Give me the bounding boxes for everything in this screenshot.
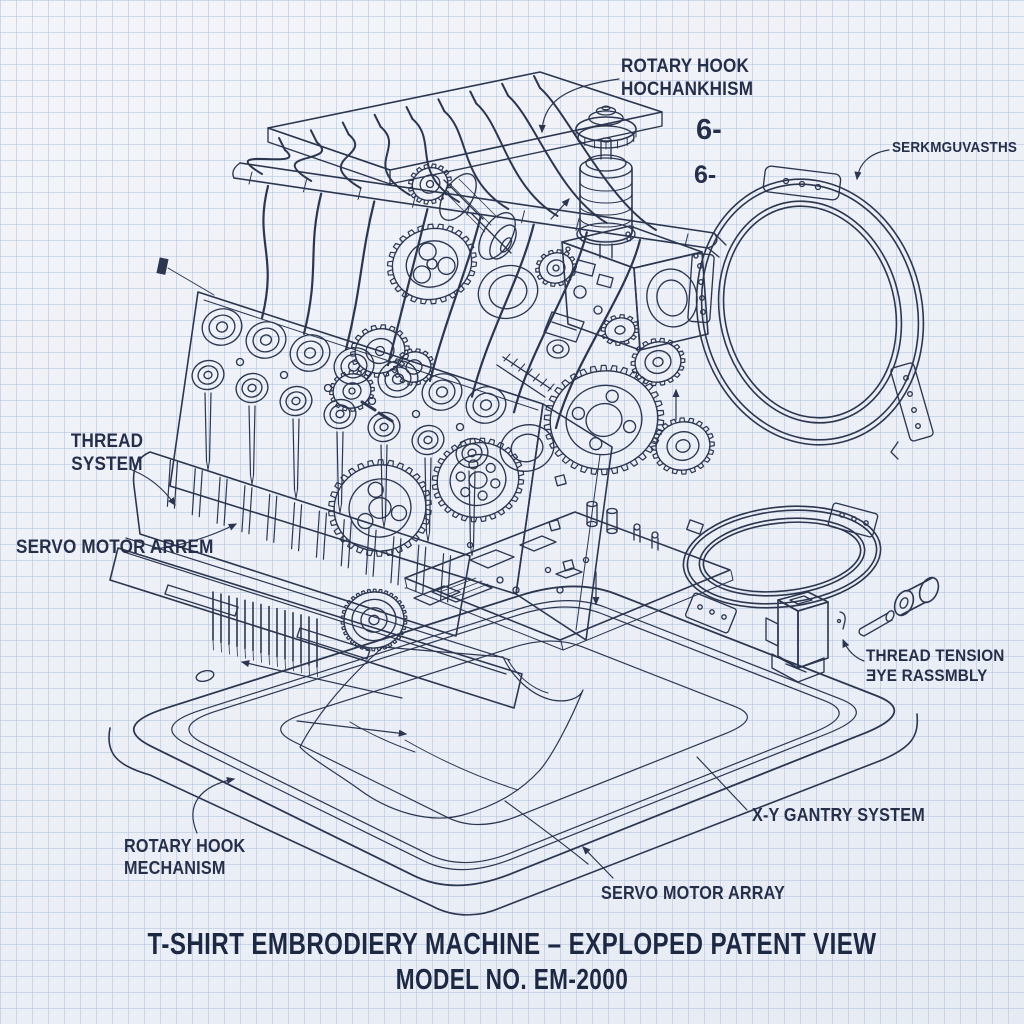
label-thread-tension: THREAD TENSION ƎYE RASSMBLY xyxy=(866,646,1005,687)
gear xyxy=(340,588,408,652)
thread-tension-assembly xyxy=(765,576,940,683)
gearbox xyxy=(561,225,709,351)
label-line: ƎYE RASSMBLY xyxy=(866,666,988,686)
gear xyxy=(431,437,525,523)
capacitors xyxy=(586,500,659,551)
label-rotary-hook-top: ROTARY HOOK HOCHANKHISM xyxy=(621,56,753,102)
spool-pin xyxy=(858,576,940,637)
page-title: T-SHIRT EMBRODIERY MACHINE – EXPLOPED PA… xyxy=(147,926,877,961)
t-shirt-outline xyxy=(299,646,584,819)
label-xy-gantry: X-Y GANTRY SYSTEM xyxy=(752,805,925,827)
label-line: X-Y GANTRY SYSTEM xyxy=(752,805,925,825)
ref-number-2: 6- xyxy=(694,161,717,189)
label-servo-motor-left: SERVO MOTOR ARREM xyxy=(16,537,214,560)
machine-base-platform xyxy=(108,585,919,916)
gear xyxy=(408,163,452,205)
label-line: THREAD TENSION xyxy=(866,646,1005,665)
model-number: MODEL NO. EM-2000 xyxy=(395,964,629,996)
gear xyxy=(477,264,539,320)
clamp-block xyxy=(543,311,585,359)
mid-motor xyxy=(439,173,517,260)
gear xyxy=(329,370,375,412)
label-line: MECHANISM xyxy=(124,857,226,878)
gear xyxy=(651,417,715,475)
title-block: T-SHIRT EMBRODIERY MACHINE – EXPLOPED PA… xyxy=(0,926,1024,997)
label-thread-system: THREAD SYSTEM xyxy=(58,431,157,477)
thread-guide-rack xyxy=(232,71,727,258)
tension-block xyxy=(765,591,846,683)
label-hoop: SERKMGUVASTHS xyxy=(892,139,1017,157)
gear xyxy=(393,348,435,386)
embroidery-hoop-small xyxy=(682,502,882,634)
label-line: HOCHANKHISM xyxy=(621,78,754,100)
label-line: ROTARY HOOK xyxy=(621,56,750,77)
label-rotary-hook-bottom: ROTARY HOOK MECHANISM xyxy=(124,836,245,879)
label-line: SYSTEM xyxy=(71,453,143,475)
gear xyxy=(499,424,555,472)
gear xyxy=(600,314,640,346)
gear xyxy=(328,459,432,557)
gear xyxy=(386,223,478,305)
index-marker xyxy=(156,257,169,275)
label-servo-motor-bottom: SERVO MOTOR ARRAY xyxy=(601,883,785,905)
embroidery-hoop-large xyxy=(687,165,934,460)
gear xyxy=(630,337,686,387)
control-circuit-board xyxy=(404,500,734,651)
gear-train-cluster xyxy=(328,105,715,652)
label-line: SERVO MOTOR ARREM xyxy=(16,537,214,558)
label-line: THREAD xyxy=(70,431,144,452)
label-line: ROTARY HOOK xyxy=(124,836,246,856)
embroidery-head xyxy=(109,184,642,709)
gear xyxy=(535,249,577,287)
servo-motor-stack xyxy=(575,105,637,259)
gear xyxy=(543,364,665,476)
leader-lines xyxy=(131,78,890,879)
label-line: SERVO MOTOR ARRAY xyxy=(601,883,786,903)
ref-number-1: 6- xyxy=(696,114,722,146)
label-line: SERKMGUVASTHS xyxy=(892,139,1018,156)
